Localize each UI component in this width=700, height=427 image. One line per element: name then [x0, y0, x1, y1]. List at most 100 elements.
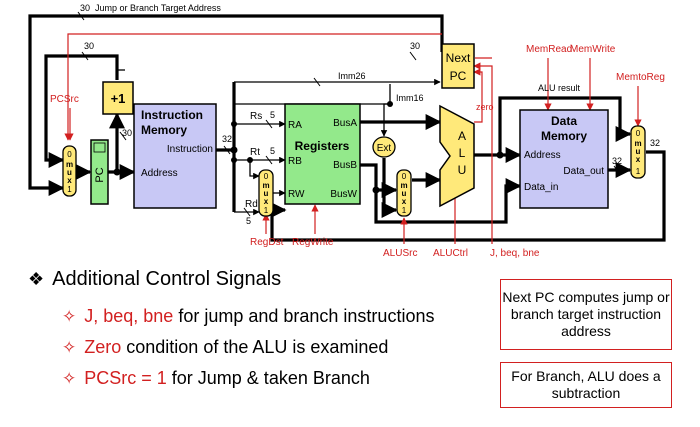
bullet-item: ✧ Zero condition of the ALU is examined — [62, 332, 498, 363]
mux-input-one: 1 — [67, 185, 72, 194]
mux-letter: x — [636, 155, 641, 164]
alu-letter: A — [458, 129, 466, 143]
bullet-icon: ✧ — [62, 306, 77, 326]
mux-input-one: 1 — [402, 206, 407, 215]
rs-label: Rs — [250, 111, 262, 122]
mux-letter: m — [634, 139, 641, 148]
bus-width-label: 30 — [410, 41, 420, 51]
junction-dot — [496, 151, 504, 159]
pc-plus-one-bus — [44, 54, 119, 168]
dmem-title: Data — [551, 114, 577, 128]
increment-label: +1 — [111, 91, 126, 106]
bullet-highlight: PCSrc = 1 — [84, 368, 167, 388]
data-memory — [519, 109, 609, 209]
zero-wire — [473, 68, 483, 123]
ra-port: RA — [288, 120, 302, 131]
rt-to-regdst-mux — [249, 160, 260, 180]
dmem-address-port: Address — [524, 150, 561, 161]
ext-to-alusrc-mux — [381, 158, 398, 218]
bus-width-label: 5 — [270, 110, 275, 120]
target-address-label: Jump or Branch Target Address — [95, 3, 221, 13]
rd-label: Rd — [245, 199, 258, 210]
aluctrl-label: ALUCtrl — [433, 248, 468, 259]
busb-port: BusB — [333, 160, 357, 171]
heading-text: Additional Control Signals — [52, 268, 282, 290]
junction-dot — [247, 157, 253, 163]
clock-icon — [93, 142, 106, 153]
target-address-bus — [28, 14, 444, 196]
bullet-highlight: J, beq, bne — [84, 306, 174, 326]
bus-width-label: 32 — [222, 134, 232, 144]
pc-register — [90, 139, 109, 205]
alusrc-mux — [396, 169, 412, 217]
bus-width-label: 5 — [270, 146, 275, 156]
mux-letter: x — [402, 197, 407, 206]
mux-input-zero: 0 — [402, 172, 407, 181]
datapath-diagram: 30 Jump or Branch Target Address 30 30 3… — [28, 3, 666, 259]
alu-result-label: ALU result — [538, 83, 581, 93]
dmem-title: Memory — [541, 129, 587, 143]
junction-dot — [372, 186, 380, 194]
note-alu-subtraction: For Branch, ALU does a subtraction — [500, 362, 672, 408]
bullet-list: ❖ Additional Control Signals ✧ J, beq, b… — [28, 268, 498, 394]
alu-letter: U — [458, 163, 467, 177]
rw-port: RW — [288, 189, 305, 200]
bullet-icon: ✧ — [62, 337, 77, 357]
pcsrc-label: PCSrc — [50, 94, 79, 105]
busb-to-alusrc-mux — [360, 163, 398, 198]
imem-title: Instruction — [141, 108, 203, 122]
regwrite-label: RegWrite — [292, 237, 334, 248]
busb-to-data-in — [374, 178, 522, 224]
bullet-icon: ✧ — [62, 368, 77, 388]
note-text: Next PC computes jump or branch target i… — [502, 289, 670, 339]
bullet-diamond-icon: ❖ — [28, 269, 45, 289]
registers-title: Registers — [295, 139, 350, 153]
mux-input-zero: 0 — [636, 129, 641, 138]
imm16-label: Imm16 — [396, 93, 424, 103]
busw-port: BusW — [330, 189, 357, 200]
alu-unit — [439, 104, 475, 208]
section-heading: ❖ Additional Control Signals — [28, 268, 498, 291]
rb-port: RB — [288, 156, 302, 167]
bullet-item: ✧ J, beq, bne for jump and branch instru… — [62, 301, 498, 332]
imm16-to-nextpc — [234, 84, 391, 105]
imem-title: Memory — [141, 123, 187, 137]
dmem-data-in-port: Data_in — [524, 182, 558, 193]
rt-label: Rt — [250, 147, 260, 158]
dmem-data-out-port: Data_out — [563, 166, 604, 177]
bullet-text: condition of the ALU is examined — [126, 337, 389, 357]
mux-letter: u — [636, 147, 641, 156]
bus-width-label: 32 — [650, 138, 660, 148]
sign-extend-unit — [372, 136, 396, 158]
mux-letter: x — [67, 176, 72, 185]
mux-letter: u — [264, 189, 269, 198]
zero-label: zero — [476, 102, 494, 112]
memread-label: MemRead — [526, 44, 572, 55]
register-file — [284, 103, 361, 205]
jbb-label: J, beq, bne — [490, 248, 540, 259]
mux-letter: m — [400, 181, 407, 190]
imm16-to-ext — [380, 103, 390, 137]
mux-letter: x — [264, 197, 269, 206]
bus-width-label: 30 — [84, 41, 94, 51]
jbb-control — [473, 62, 493, 244]
bullet-text: for jump and branch instructions — [178, 306, 435, 326]
mux-input-zero: 0 — [264, 172, 269, 181]
mux-letter: u — [402, 189, 407, 198]
bus-width-label: 30 — [122, 128, 132, 138]
memtoreg-mux — [630, 125, 646, 179]
instruction-memory — [133, 103, 217, 209]
note-text: For Branch, ALU does a subtraction — [511, 368, 661, 401]
mux-letter: m — [66, 160, 73, 169]
regdst-mux — [258, 169, 274, 217]
next-pc-label: Next — [446, 51, 471, 65]
imem-instruction-port: Instruction — [167, 144, 213, 155]
increment-block — [102, 81, 134, 115]
next-pc-unit — [441, 43, 475, 89]
pc-label: PC — [94, 167, 106, 182]
note-next-pc: Next PC computes jump or branch target i… — [500, 279, 672, 350]
bullet-text: for Jump & taken Branch — [171, 368, 370, 388]
regdst-label: RegDst — [250, 237, 284, 248]
writeback-bus — [270, 150, 666, 242]
junction-dot — [231, 121, 237, 127]
